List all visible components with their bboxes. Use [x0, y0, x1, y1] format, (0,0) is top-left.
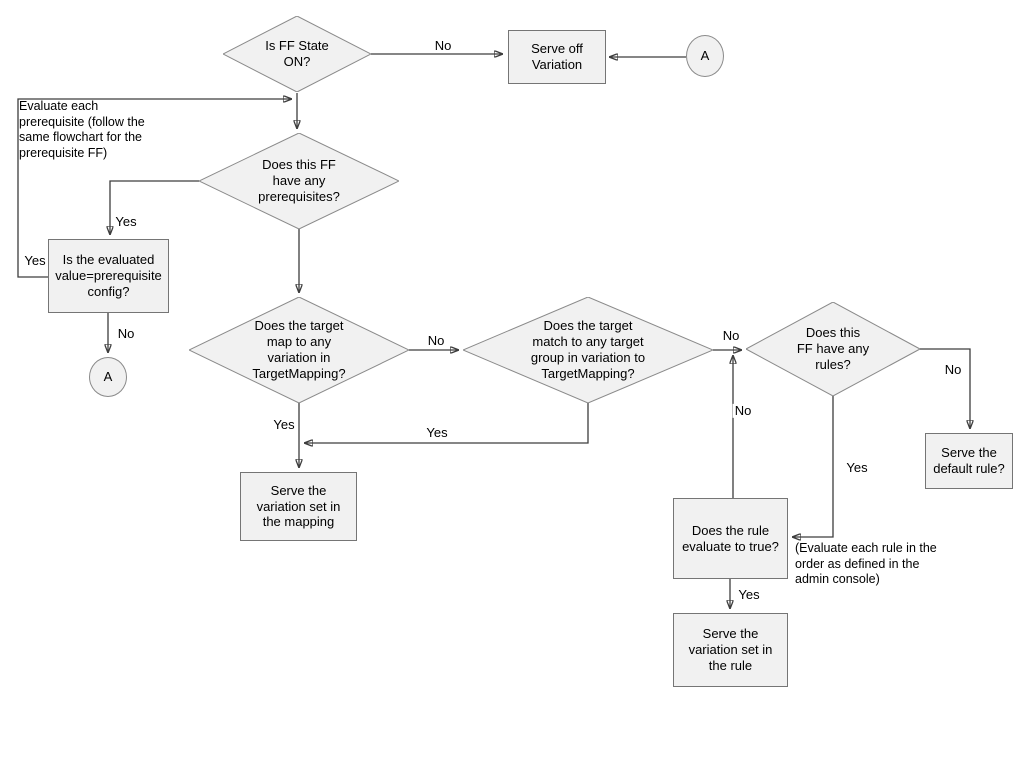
edge-label-no-target-group: No	[720, 327, 742, 344]
decision-target-group: Does the target match to any target grou…	[463, 297, 713, 403]
process-serve-mapping-variation-label: Serve the variation set in the mapping	[256, 482, 341, 530]
edge-label-no-rule-loop: No	[732, 402, 754, 419]
decision-target-mapping-label: Does the target map to any variation in …	[252, 318, 346, 381]
process-serve-default-rule: Serve the default rule?	[925, 433, 1013, 489]
decision-has-prerequisites: Does this FF have any prerequisites?	[199, 133, 399, 229]
edge-prereqs-to-evaluated	[110, 180, 199, 235]
decision-has-prerequisites-label: Does this FF have any prerequisites?	[258, 157, 340, 204]
decision-target-group-label: Does the target match to any target grou…	[530, 318, 646, 381]
process-evaluated-value: Is the evaluated value=prerequisite conf…	[48, 239, 169, 313]
edge-label-yes-prerequisites: Yes	[113, 213, 139, 230]
edge-label-no-rules: No	[942, 361, 964, 378]
note-evaluate-prerequisite: Evaluate each prerequisite (follow the s…	[19, 99, 145, 160]
diamond-shape	[463, 297, 713, 403]
edge-rules-to-rule	[792, 396, 834, 537]
edge-evaluated-yes-loop	[17, 99, 292, 278]
note-evaluate-rules: (Evaluate each rule in the order as defi…	[795, 541, 937, 586]
edge-label-no-evaluated: No	[115, 325, 137, 342]
process-serve-default-rule-label: Serve the default rule?	[933, 445, 1005, 476]
connector-a-top: A	[686, 35, 724, 77]
diamond-shape	[199, 133, 399, 229]
process-serve-mapping-variation: Serve the variation set in the mapping	[240, 472, 357, 541]
connector-a-left: A	[89, 357, 127, 397]
edge-label-no-ff-state: No	[432, 37, 454, 54]
edge-label-yes-rules: Yes	[844, 459, 870, 476]
connector-a-left-label: A	[103, 369, 113, 385]
process-evaluated-value-label: Is the evaluated value=prerequisite conf…	[55, 252, 162, 299]
decision-has-rules-label: Does this FF have any rules?	[796, 325, 870, 372]
decision-has-rules: Does this FF have any rules?	[746, 302, 920, 396]
process-serve-off-variation-label: Serve off Variation	[531, 41, 583, 72]
diamond-shape	[223, 16, 371, 92]
edge-label-yes-evaluated: Yes	[22, 252, 48, 269]
process-rule-evaluates: Does the rule evaluate to true?	[673, 498, 788, 579]
edge-label-no-target-map: No	[425, 332, 447, 349]
decision-target-mapping: Does the target map to any variation in …	[189, 297, 409, 403]
edge-label-yes-target-group: Yes	[424, 424, 450, 441]
edge-label-yes-target-map: Yes	[271, 416, 297, 433]
decision-ff-state-label: Is FF State ON?	[265, 38, 329, 69]
process-serve-off-variation: Serve off Variation	[508, 30, 606, 84]
edge-targetgroup-yes-join	[304, 403, 589, 443]
edge-label-yes-rule: Yes	[736, 586, 762, 603]
process-rule-evaluates-label: Does the rule evaluate to true?	[682, 522, 779, 554]
process-serve-rule-variation-label: Serve the variation set in the rule	[688, 626, 773, 673]
decision-ff-state: Is FF State ON?	[223, 16, 371, 92]
edge-rules-to-default	[920, 348, 970, 429]
connector-a-top-label: A	[700, 48, 710, 64]
diamond-shape	[189, 297, 409, 403]
diamond-shape	[746, 302, 920, 396]
process-serve-rule-variation: Serve the variation set in the rule	[673, 613, 788, 687]
